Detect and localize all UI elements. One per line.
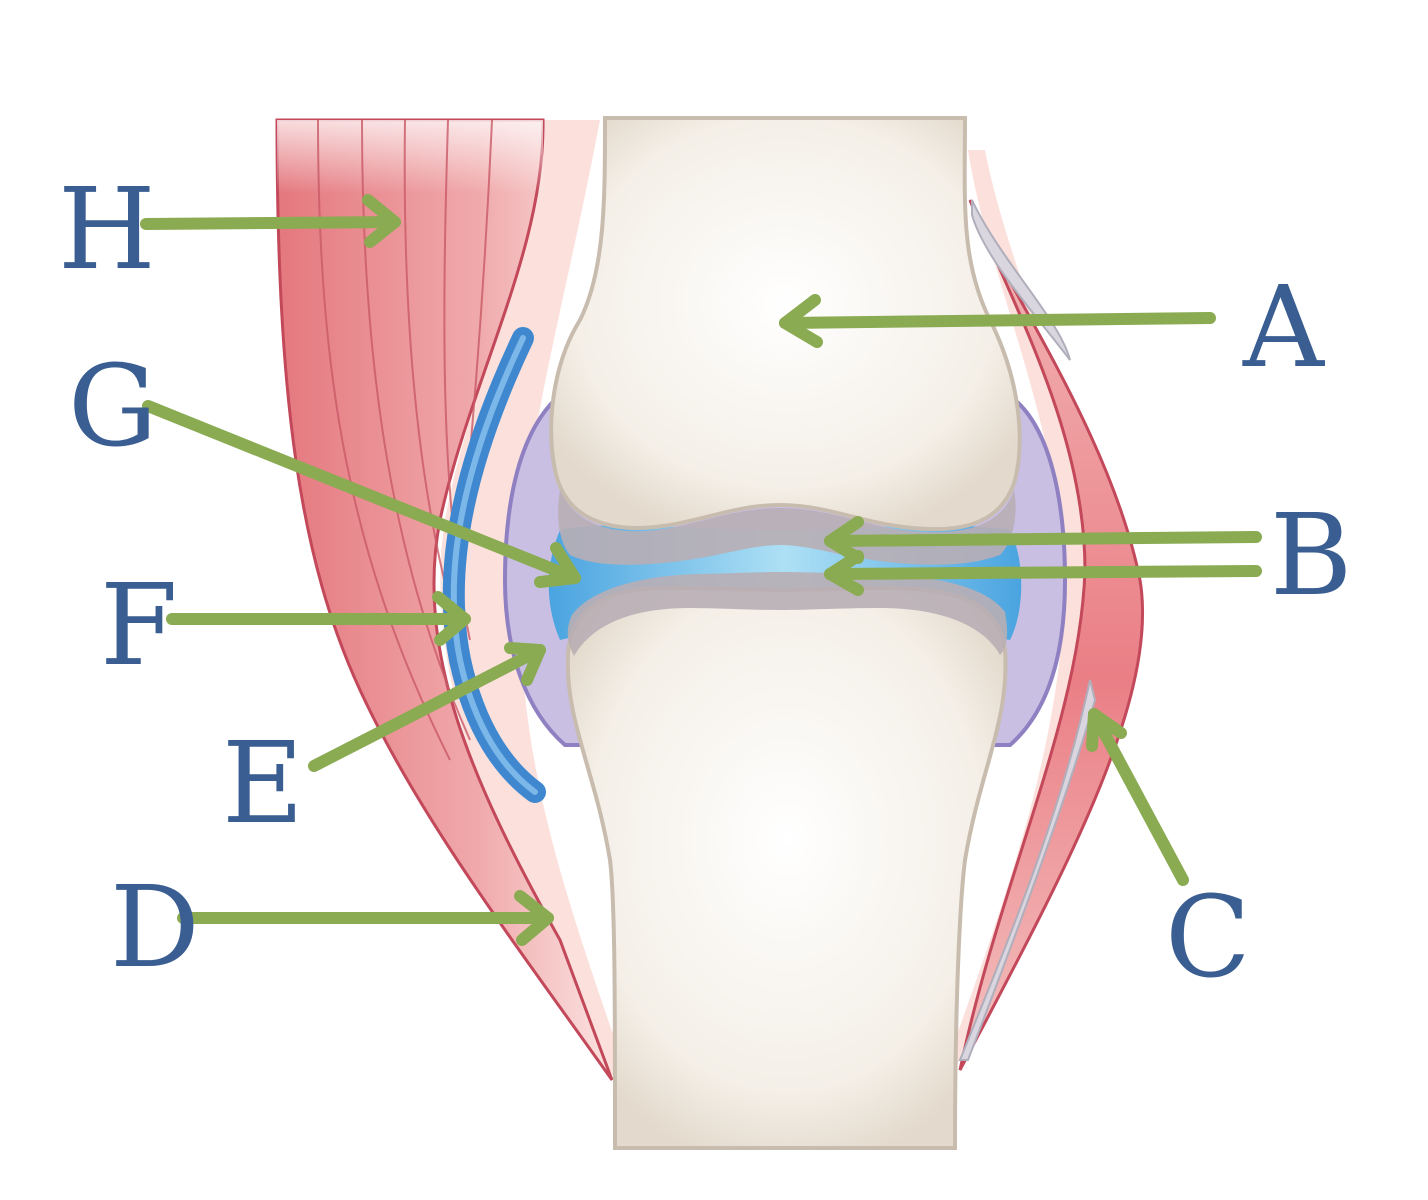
arrow-B-upper: [824, 516, 1262, 564]
label-A: A: [1242, 263, 1325, 393]
lower-bone: [565, 585, 1008, 1150]
arrow-H: [140, 194, 401, 248]
label-E: E: [222, 719, 304, 849]
labels: H A G B F E D C: [58, 165, 1352, 1003]
label-B: B: [1270, 491, 1352, 621]
muscle-left: [275, 118, 614, 1081]
arrow-A: [779, 294, 1216, 348]
label-H: H: [58, 165, 156, 295]
label-F: F: [100, 561, 178, 691]
muscle-highlight: [277, 120, 543, 330]
arrow-E: [308, 642, 546, 772]
label-G: G: [68, 342, 157, 472]
arrow-D: [177, 890, 554, 946]
label-D: D: [110, 863, 200, 993]
arrow-C: [1086, 708, 1189, 886]
arrow-F: [166, 591, 471, 646]
tendon-right-lower: [958, 679, 1097, 1061]
lower-cartilage: [567, 572, 1008, 656]
muscle-right: [958, 199, 1145, 1071]
arrow-B-lower: [824, 550, 1262, 596]
label-C: C: [1165, 873, 1251, 1003]
arrow-G: [142, 400, 581, 588]
arrows: [140, 194, 1262, 946]
